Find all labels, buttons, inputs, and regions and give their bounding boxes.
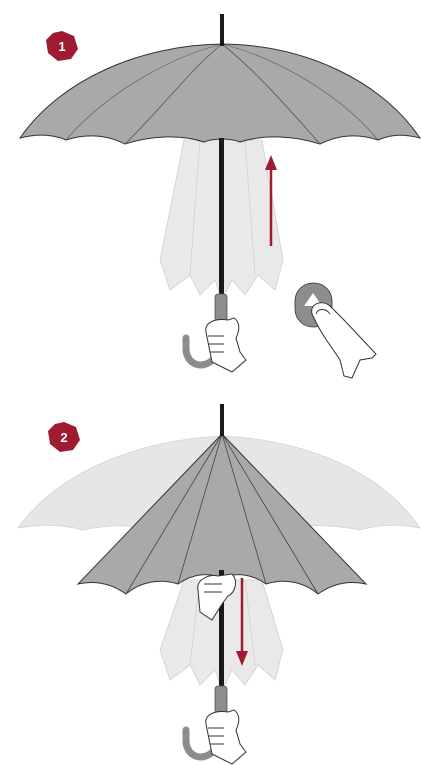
step-1-group: 1 (20, 14, 420, 378)
umbrella-tip-2 (220, 404, 224, 436)
step-2-badge: 2 (48, 422, 80, 452)
step-2-group: 2 (18, 404, 420, 764)
step-2-number: 2 (60, 430, 67, 445)
thumb-pressing-icon (312, 303, 376, 378)
umbrella-shaft-1 (219, 138, 224, 298)
umbrella-tip-1 (220, 14, 224, 46)
step-1-number: 1 (58, 39, 65, 54)
open-canopy-1 (20, 44, 420, 144)
step-1-badge: 1 (46, 31, 78, 61)
